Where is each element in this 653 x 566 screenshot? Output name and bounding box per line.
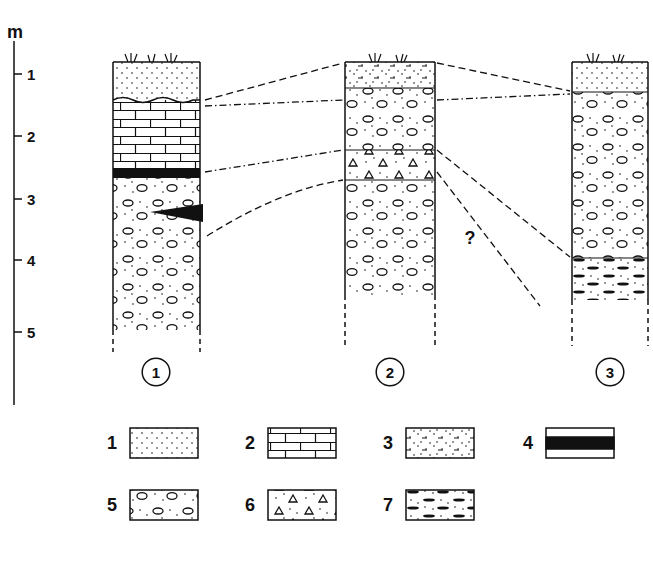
- legend-swatches-part: [130, 490, 198, 520]
- column-1-part: [113, 100, 200, 168]
- column-1-part: [113, 62, 200, 102]
- column-1-part: [150, 204, 203, 222]
- column-3-part: [587, 53, 624, 62]
- correlation-lines-part: [207, 180, 343, 236]
- column-1-part: [113, 330, 200, 352]
- correlation-lines-part: [437, 172, 540, 306]
- circle-outline: [596, 358, 624, 386]
- column-3-part: [572, 258, 648, 300]
- legend-number: 4: [523, 434, 533, 452]
- scale-number: 1: [26, 67, 36, 82]
- legend-number: 6: [245, 496, 255, 514]
- column-number-circle: 2: [375, 357, 405, 387]
- column-1-part: [125, 53, 177, 62]
- scale-number: 3: [26, 192, 36, 207]
- column-3-part: [572, 92, 648, 258]
- query-mark: ?: [464, 229, 477, 247]
- column-number: 2: [386, 365, 394, 380]
- column-2: [345, 53, 435, 346]
- legend-number: 3: [383, 434, 393, 452]
- column-1: [113, 53, 203, 352]
- correlation-lines: [205, 63, 570, 306]
- legend-swatches-part: [546, 437, 614, 449]
- column-1-part: [113, 168, 200, 178]
- column-number: 1: [152, 365, 160, 380]
- legend-swatches: [130, 428, 614, 520]
- legend-number: 7: [383, 496, 393, 514]
- column-1-part: [113, 98, 200, 103]
- scale-number: 4: [26, 253, 36, 268]
- legend-number: 1: [107, 434, 117, 452]
- correlation-lines-part: [437, 150, 570, 257]
- legend-number: 2: [245, 434, 255, 452]
- legend-swatches-part: [406, 490, 474, 520]
- column-2-part: [345, 88, 435, 180]
- column-3-part: [572, 300, 648, 346]
- column-2-part: [345, 88, 435, 150]
- legend-swatches-part: [130, 428, 198, 458]
- column-2-part: [345, 180, 435, 295]
- legend-swatches-part: [406, 428, 474, 458]
- column-3-part: [572, 92, 648, 258]
- scale-number: 5: [26, 325, 36, 340]
- correlation-lines-part: [205, 150, 343, 172]
- column-2-part: [345, 295, 435, 346]
- circle-outline: [142, 358, 170, 386]
- column-number: 3: [606, 365, 614, 380]
- column-1-part: [113, 62, 200, 330]
- column-3: [572, 53, 648, 346]
- depth-scale-part: [14, 74, 22, 332]
- column-number-circle: 1: [141, 357, 171, 387]
- column-2-part: [345, 150, 435, 180]
- legend-number: 5: [107, 496, 117, 514]
- legend-swatches-part: [546, 428, 614, 458]
- legend-swatches-part: [268, 428, 336, 458]
- column-2-part: [345, 62, 435, 295]
- column-2-part: [369, 53, 407, 62]
- column-number-circle: 3: [595, 357, 625, 387]
- column-3-part: [572, 62, 648, 300]
- depth-scale: [14, 40, 22, 405]
- unit-label: m: [6, 23, 24, 41]
- column-3-part: [572, 62, 648, 92]
- correlation-lines-part: [205, 94, 570, 106]
- circle-outline: [376, 358, 404, 386]
- legend-swatches-part: [268, 490, 336, 520]
- column-1-part: [113, 178, 200, 330]
- depth-scale-part: [13, 40, 15, 405]
- scale-number: 2: [26, 129, 36, 144]
- column-2-part: [345, 62, 435, 88]
- correlation-lines-part: [205, 63, 570, 100]
